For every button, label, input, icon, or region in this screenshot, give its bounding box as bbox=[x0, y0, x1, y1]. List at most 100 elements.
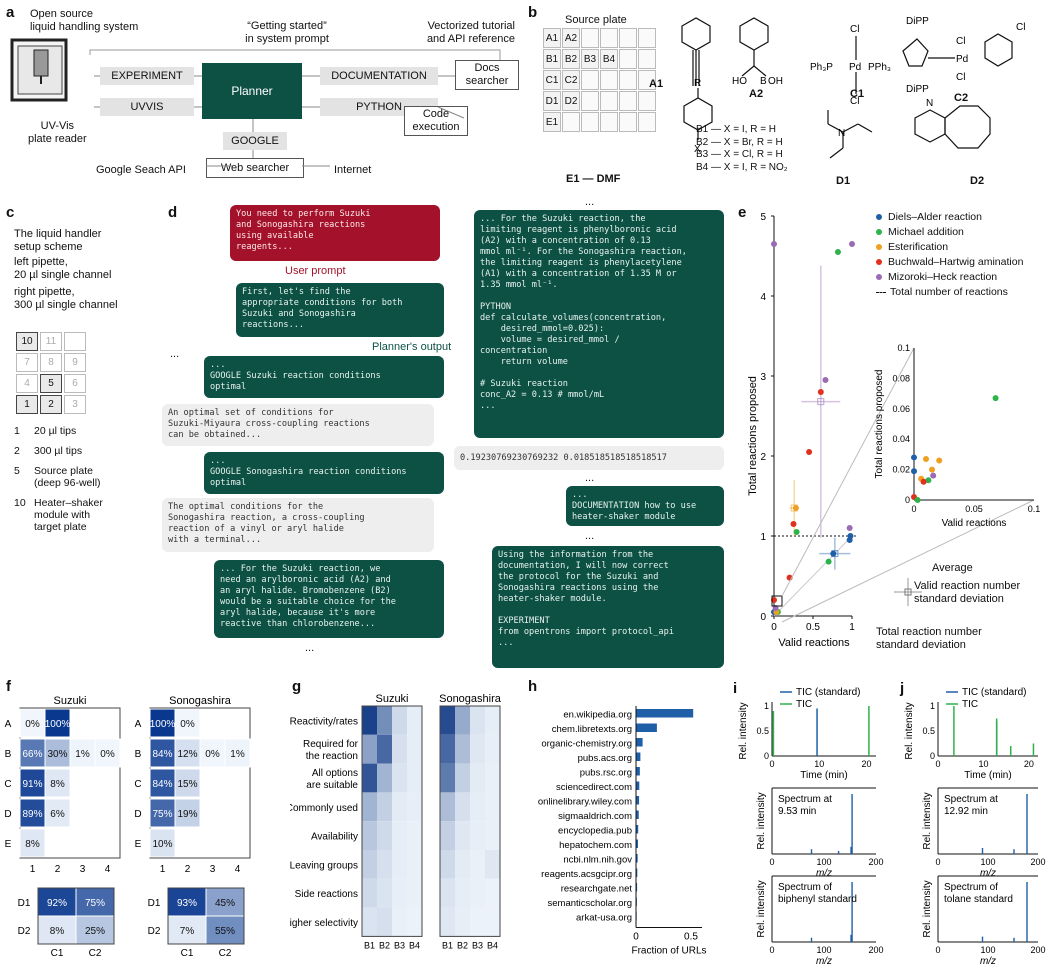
tic-y-axis-label: Rel. intensity bbox=[904, 702, 915, 759]
data-point bbox=[806, 449, 813, 455]
inset-y-tick-label: 0.08 bbox=[892, 373, 910, 383]
catalyst-frame bbox=[37, 887, 115, 945]
heatmap-frame bbox=[361, 705, 423, 937]
google-bubble-1: ... GOOGLE Suzuki reaction conditions op… bbox=[204, 356, 444, 398]
heatmap-cell bbox=[377, 792, 392, 822]
heatmap-cell bbox=[470, 763, 485, 793]
plate-well bbox=[619, 91, 637, 111]
tic-x-axis-label: Time (min) bbox=[964, 770, 1011, 781]
heatmap-cell bbox=[455, 763, 470, 793]
legend-label: Michael addition bbox=[888, 226, 964, 238]
spectrum-annotation: 12.92 min bbox=[944, 806, 988, 817]
data-point bbox=[830, 550, 837, 557]
heatmap-cell bbox=[485, 907, 500, 937]
data-point bbox=[822, 377, 829, 383]
bar-category-label: en.wikipedia.org bbox=[563, 709, 632, 720]
deck-legend-key: 1 bbox=[14, 425, 20, 437]
heatmap-cell bbox=[485, 706, 500, 735]
heatmap-row-label: E bbox=[135, 839, 142, 850]
heatmap-col-label: B1 bbox=[364, 940, 375, 950]
d1-label: D1 bbox=[836, 175, 851, 187]
heatmap-cell-label: 89% bbox=[22, 809, 42, 820]
plate-well: D2 bbox=[562, 91, 580, 111]
spectrum-x-tick-label: 100 bbox=[816, 857, 831, 867]
cl-bottom-c2: Cl bbox=[956, 72, 965, 83]
inset-data-point bbox=[911, 454, 917, 461]
catalyst-cell-label: 8% bbox=[50, 926, 65, 937]
web-searcher-box: Web searcher bbox=[206, 158, 304, 178]
python-output-bubble: 0.19230769230769232 0.018518518518518517 bbox=[454, 446, 724, 470]
zoom-box bbox=[771, 595, 783, 607]
spectrum-annotation: biphenyl standard bbox=[778, 894, 857, 905]
d2-label: D2 bbox=[970, 175, 985, 187]
a2-label: A2 bbox=[749, 88, 764, 100]
tic-x-axis-label: Time (min) bbox=[800, 770, 847, 781]
heatmap-cell bbox=[69, 738, 96, 768]
heatmap-cell bbox=[392, 792, 407, 822]
heatmap-cell bbox=[455, 706, 470, 735]
a1-label: A1 bbox=[649, 78, 664, 90]
pd-c1: Pd bbox=[849, 62, 861, 73]
spectrum-annotation: Spectrum at bbox=[944, 794, 998, 805]
catalyst-cell-label: 92% bbox=[47, 898, 67, 909]
heatmap-col-label: 4 bbox=[105, 864, 111, 875]
catalyst-row-label: D1 bbox=[18, 898, 31, 909]
heatmap-row-label: Required for bbox=[303, 739, 359, 750]
documentation-command: DOCUMENTATION bbox=[320, 67, 438, 85]
planner-output-label: Planner's output bbox=[372, 341, 452, 353]
heatmap-row-label: E bbox=[5, 839, 12, 850]
bar-category-label: organic-chemistry.org bbox=[541, 738, 632, 749]
catalyst-col-label: C2 bbox=[219, 948, 232, 959]
y-tick-label: 3 bbox=[760, 372, 766, 383]
plate-well bbox=[638, 28, 656, 48]
plate-well bbox=[562, 112, 580, 132]
inset-data-point bbox=[930, 472, 937, 479]
bar bbox=[636, 839, 638, 848]
heatmap-row-label: Availability bbox=[311, 832, 358, 843]
cl-top-c1: Cl bbox=[850, 24, 859, 35]
b2-desc: B2 — X = Br, R = H bbox=[696, 136, 783, 148]
x-tick-label: 1 bbox=[849, 622, 855, 633]
heatmap-title: Sonogashira bbox=[169, 695, 232, 707]
heatmap-cell-label: 30% bbox=[47, 749, 67, 760]
chemical-structures: B HO OH Cl Pd Ph₃P PPh₃ Cl DiPP Cl Pd Cl… bbox=[681, 16, 1025, 159]
heatmap-col-label: 3 bbox=[80, 864, 86, 875]
x-tick-label: 0 bbox=[633, 932, 639, 943]
total-sd-label: Total reaction number standard deviation bbox=[876, 626, 982, 651]
bar-category-label: pubs.rsc.org bbox=[580, 767, 632, 778]
ellipsis-5: ... bbox=[585, 530, 595, 542]
cl-pyridine: Cl bbox=[1016, 22, 1025, 33]
inset-x-axis-label: Valid reactions bbox=[942, 518, 1007, 529]
deck-legend-text: Heater–shaker module with target plate bbox=[34, 497, 103, 533]
tic-y-axis-label: Rel. intensity bbox=[738, 702, 749, 759]
bar bbox=[636, 854, 638, 863]
heatmap-cell bbox=[44, 708, 71, 738]
inset-data-point bbox=[929, 466, 935, 473]
spectrum-x-axis-label: m/z bbox=[980, 868, 996, 879]
ellipsis-3: ... bbox=[585, 196, 595, 208]
inset-y-tick-label: 0.06 bbox=[892, 404, 910, 414]
heatmap-cell bbox=[407, 792, 422, 822]
zoom-connector bbox=[781, 499, 1035, 623]
heatmap-cell-label: 1% bbox=[75, 749, 90, 760]
plate-well bbox=[619, 112, 637, 132]
getting-started-label: “Getting started” in system prompt bbox=[245, 20, 329, 45]
heatmap-cell bbox=[377, 706, 392, 735]
r-label: R bbox=[694, 78, 701, 89]
user-prompt-bubble: You need to perform Suzuki and Sonogashi… bbox=[230, 205, 440, 261]
plate-well bbox=[581, 112, 599, 132]
bar-category-label: hepatochem.com bbox=[559, 840, 632, 851]
heatmap-cell bbox=[19, 798, 46, 828]
heatmap-cell bbox=[407, 706, 422, 735]
heatmap-cell-label: 91% bbox=[22, 779, 42, 790]
y-tick-label: 1 bbox=[760, 532, 766, 543]
heatmap-col-label: 1 bbox=[30, 864, 36, 875]
heatmap-cell bbox=[392, 907, 407, 937]
e1-dmf-label: E1 — DMF bbox=[566, 173, 621, 185]
vectorized-label: Vectorized tutorial and API reference bbox=[426, 20, 515, 45]
bar-category-label: arkat-usa.org bbox=[576, 912, 632, 923]
heatmap-cell bbox=[407, 821, 422, 850]
